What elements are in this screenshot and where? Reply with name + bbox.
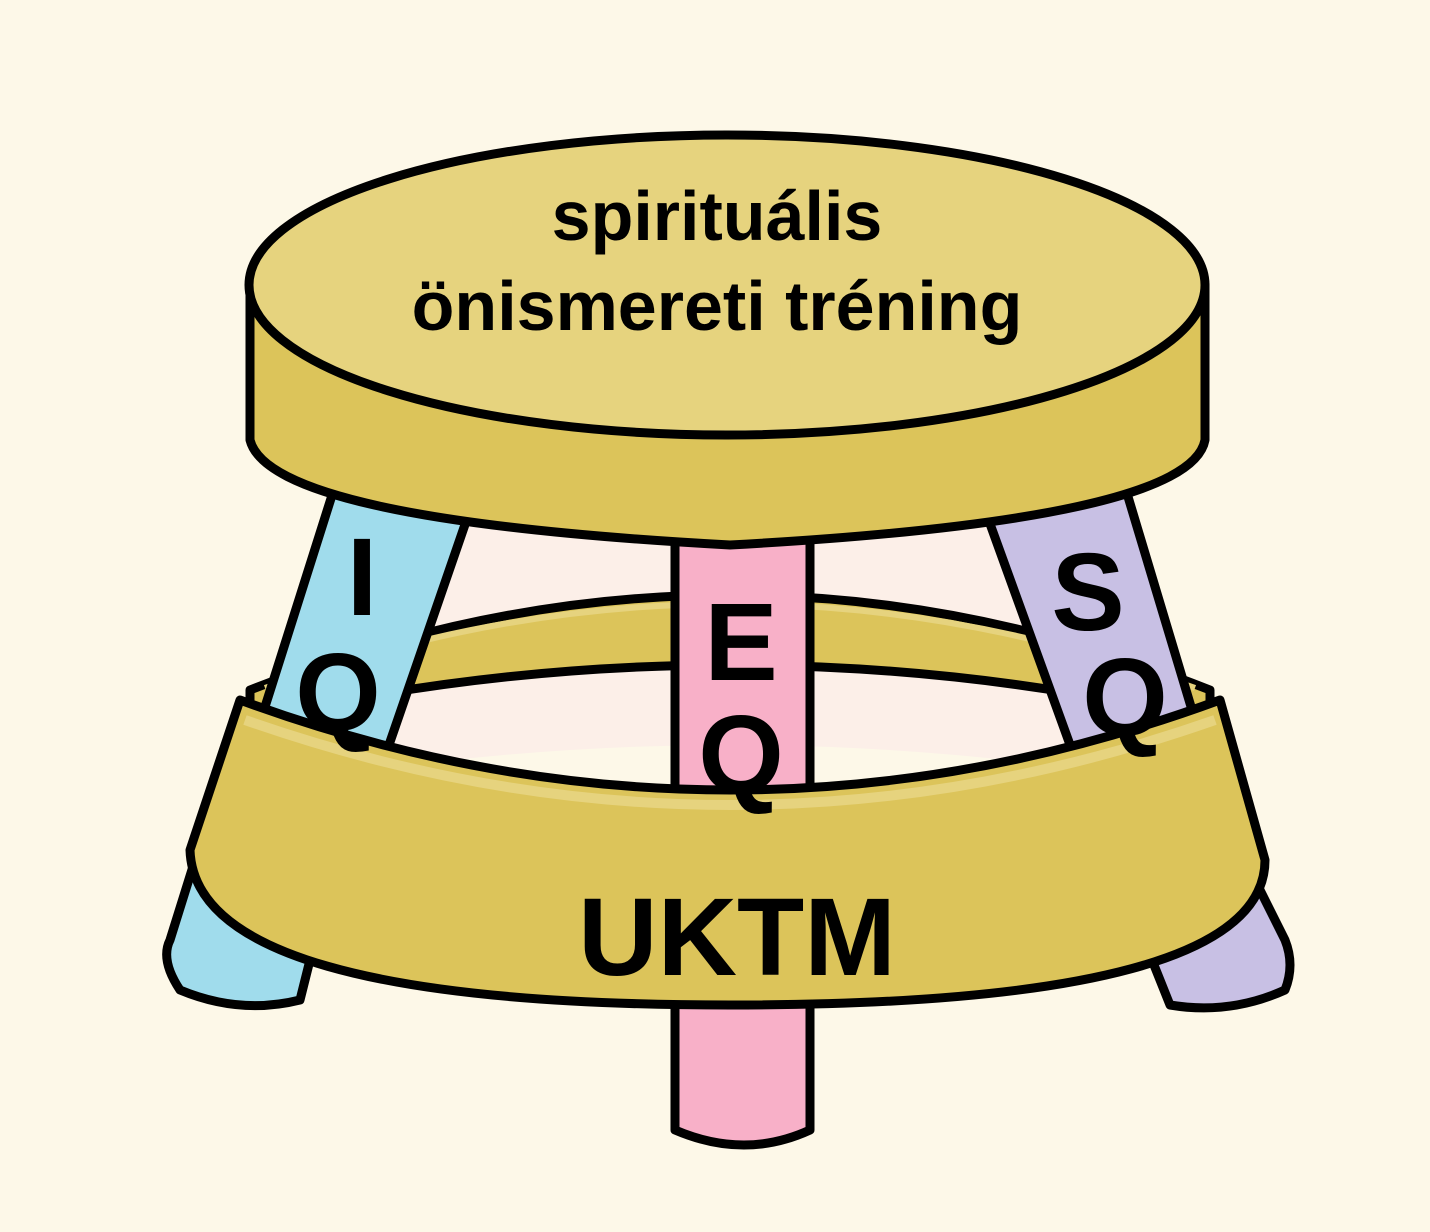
- leg-sq-letter2: Q: [1082, 636, 1168, 759]
- leg-eq-lower: [670, 985, 815, 1150]
- leg-iq-letter1: I: [347, 516, 378, 639]
- ring-front-highlight: [243, 715, 1217, 810]
- seat-top[interactable]: [244, 130, 1210, 440]
- seat-label-line1: spirituális: [552, 177, 883, 255]
- leg-eq-letter2: Q: [698, 693, 784, 816]
- leg-sq-letter1: S: [1051, 531, 1124, 654]
- seat-label-line2: önismereti tréning: [412, 267, 1023, 345]
- ring-label: UKTM: [578, 876, 896, 999]
- leg-iq-letter2: Q: [295, 631, 381, 754]
- leg-eq-letter1: E: [704, 581, 777, 704]
